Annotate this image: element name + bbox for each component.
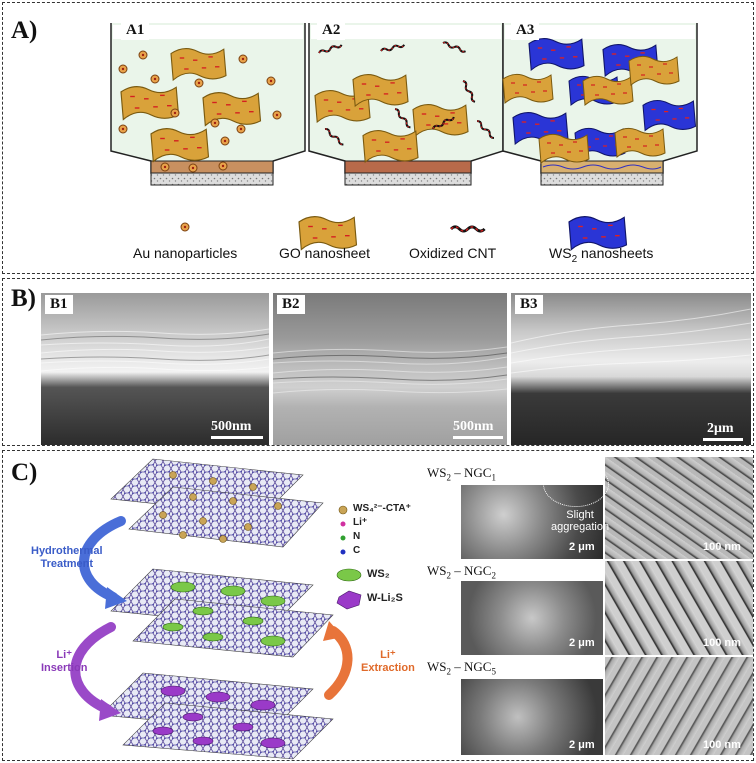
tem-scale-c1: 100 nm — [703, 541, 741, 553]
sample-label-ngc5: WS2 – NGC5 — [423, 659, 500, 677]
legend-au-text: Au nanoparticles — [133, 245, 238, 261]
scale-bar-b2 — [453, 436, 503, 439]
panel-c: C) — [2, 450, 754, 761]
panel-a-label: A) — [11, 17, 38, 44]
sub-label-a2: A2 — [317, 21, 346, 40]
panel-b: B) B1 500nm B2 500nm — [2, 278, 754, 446]
tem-image-c2 — [605, 561, 753, 655]
legend-ws2-text: WS₂ — [367, 568, 390, 580]
legend-wli2s-text: W-Li₂S — [367, 592, 403, 604]
beaker-a2 — [308, 23, 504, 186]
sem-image-b1 — [41, 293, 269, 445]
insertion-label: Li⁺Insertion — [41, 649, 88, 674]
panel-a: A) — [2, 2, 754, 274]
panel-b-label: B) — [11, 285, 36, 312]
extraction-label: Li⁺Extraction — [361, 649, 415, 674]
sem-image-b2 — [273, 293, 507, 445]
sem-image-b3 — [511, 293, 751, 445]
sample-label-ngc1: WS2 – NGC1 — [423, 465, 500, 483]
sub-label-b2: B2 — [277, 295, 305, 314]
beaker-a1 — [110, 23, 306, 186]
sem-scale-c3: 2 μm — [569, 739, 595, 751]
panel-c-label: C) — [11, 459, 38, 486]
scale-text-b3: 2μm — [707, 421, 734, 436]
tem-scale-c3: 100 nm — [703, 739, 741, 751]
legend-c-text: C — [353, 545, 361, 556]
scale-bar-b3 — [703, 438, 743, 441]
sub-label-a3: A3 — [511, 21, 540, 40]
legend-cnt-text: Oxidized CNT — [409, 245, 497, 261]
legend-au-icon — [180, 222, 190, 232]
legend-cnt-icon — [449, 225, 487, 233]
legend-go-text: GO nanosheet — [279, 245, 371, 261]
sub-label-b1: B1 — [45, 295, 73, 314]
legend-ws4-text: WS₄²⁻-CTA⁺ — [353, 503, 411, 514]
sem-image-c2 — [461, 581, 603, 655]
tem-scale-c2: 100 nm — [703, 637, 741, 649]
sub-label-b3: B3 — [515, 295, 543, 314]
legend-n-text: N — [353, 531, 361, 542]
tem-image-c1 — [605, 457, 753, 559]
sem-image-c3 — [461, 679, 603, 755]
scale-bar-b1 — [211, 436, 263, 439]
sub-label-a1: A1 — [121, 21, 150, 40]
tem-image-c3 — [605, 657, 753, 755]
graphene-schematic — [70, 458, 362, 760]
sem-scale-c1: 2 μm — [569, 541, 595, 553]
sample-label-ngc2: WS2 – NGC2 — [423, 563, 500, 581]
aggregation-annotation — [543, 461, 609, 507]
filtration-diagram — [110, 23, 698, 251]
scale-text-b1: 500nm — [211, 419, 252, 434]
beaker-a3 — [502, 23, 698, 186]
legend-li-text: Li⁺ — [353, 517, 368, 528]
sem-scale-c2: 2 μm — [569, 637, 595, 649]
scale-text-b2: 500nm — [453, 419, 494, 434]
legend-ws2-text: WS2 nanosheets — [549, 245, 654, 265]
